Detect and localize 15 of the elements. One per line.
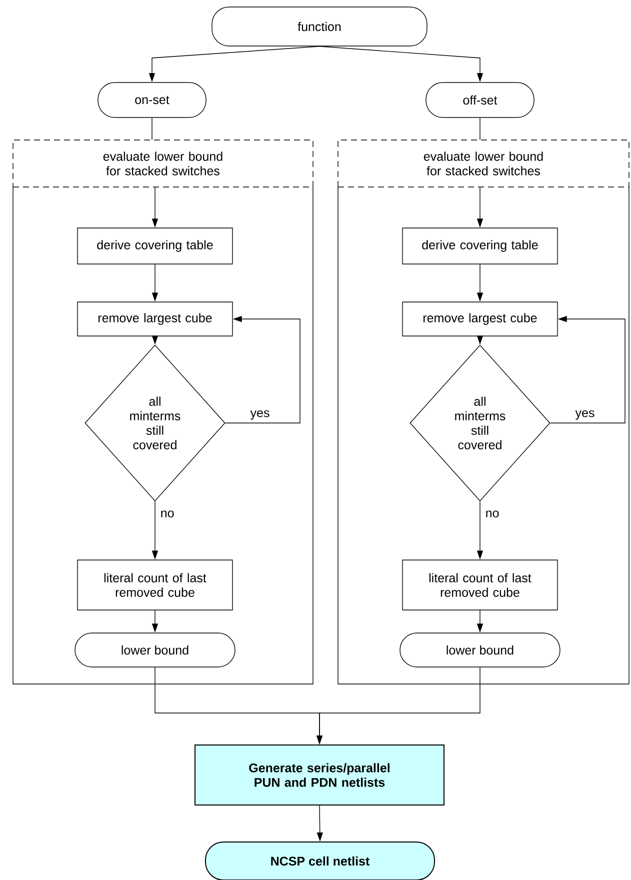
process-box: Generate series/parallel PUN and PDN netlists: [194, 744, 444, 806]
process-box: literal count of last removed cube: [77, 560, 233, 610]
process-box: remove largest cube: [77, 302, 233, 336]
edge-label: no: [159, 510, 176, 518]
group-frame: [12, 186, 314, 684]
process-box: derive covering table: [77, 228, 233, 264]
dashed-header-box: evaluate lower bound for stacked switches: [12, 140, 314, 188]
edge-label: no: [484, 510, 500, 518]
dashed-header-box: evaluate lower bound for stacked switches: [338, 140, 630, 188]
edge-label: yes: [574, 409, 596, 421]
process-box: literal count of last removed cube: [402, 560, 558, 610]
process-box: derive covering table: [402, 228, 558, 264]
edge-label: yes: [249, 409, 271, 421]
process-box: remove largest cube: [402, 302, 558, 336]
group-frame: [338, 186, 630, 684]
